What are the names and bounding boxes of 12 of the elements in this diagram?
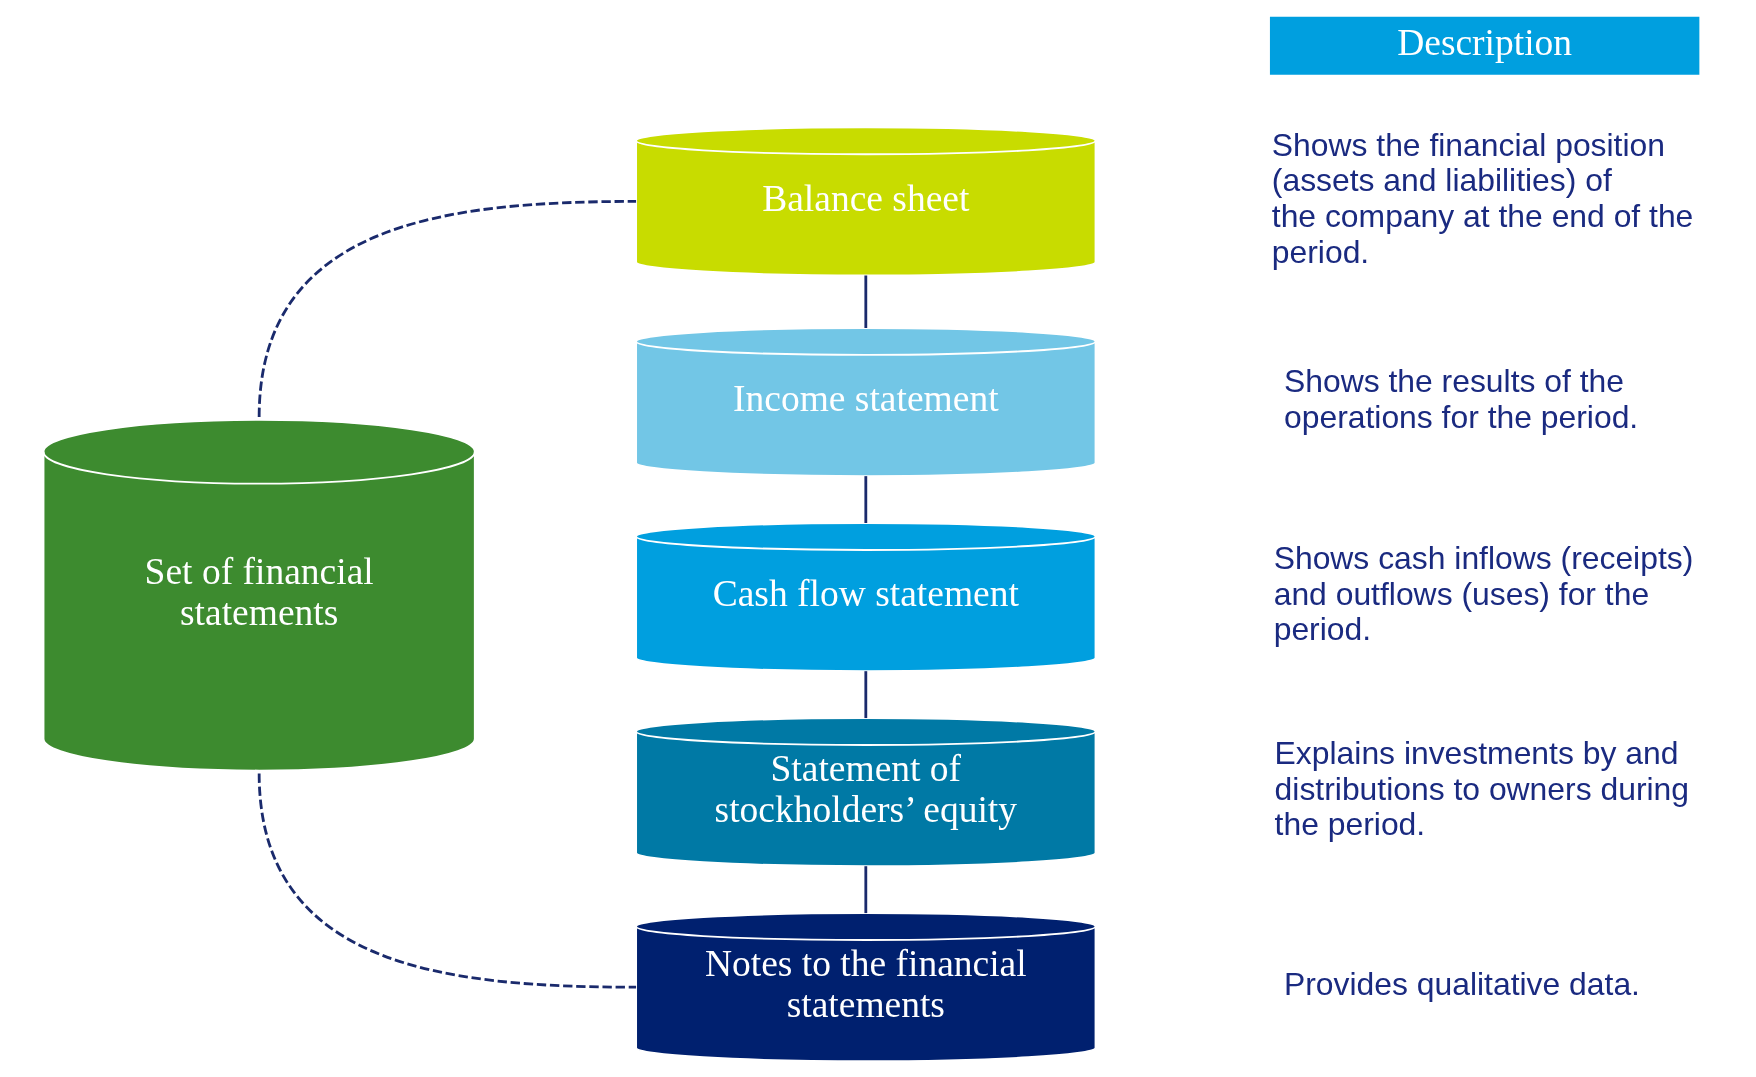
- connector: [864, 671, 868, 719]
- connector: [864, 476, 868, 524]
- label: Explains investments by and distributions to owners during the period.: [1274, 735, 1690, 843]
- label: Shows the financial position (assets and liabilities) of the company at the end of the period.: [1271, 126, 1694, 270]
- connector: [257, 773, 637, 989]
- connector: [257, 200, 637, 418]
- label: Shows the results of the operations for the period.: [1284, 362, 1639, 435]
- connector: [864, 275, 868, 328]
- label: Shows cash inflows (receipts) and outflows (uses) for the period.: [1273, 540, 1694, 648]
- node-box: Description: [1268, 14, 1702, 77]
- connector: [864, 866, 868, 914]
- label: Provides qualitative data.: [1284, 965, 1640, 1002]
